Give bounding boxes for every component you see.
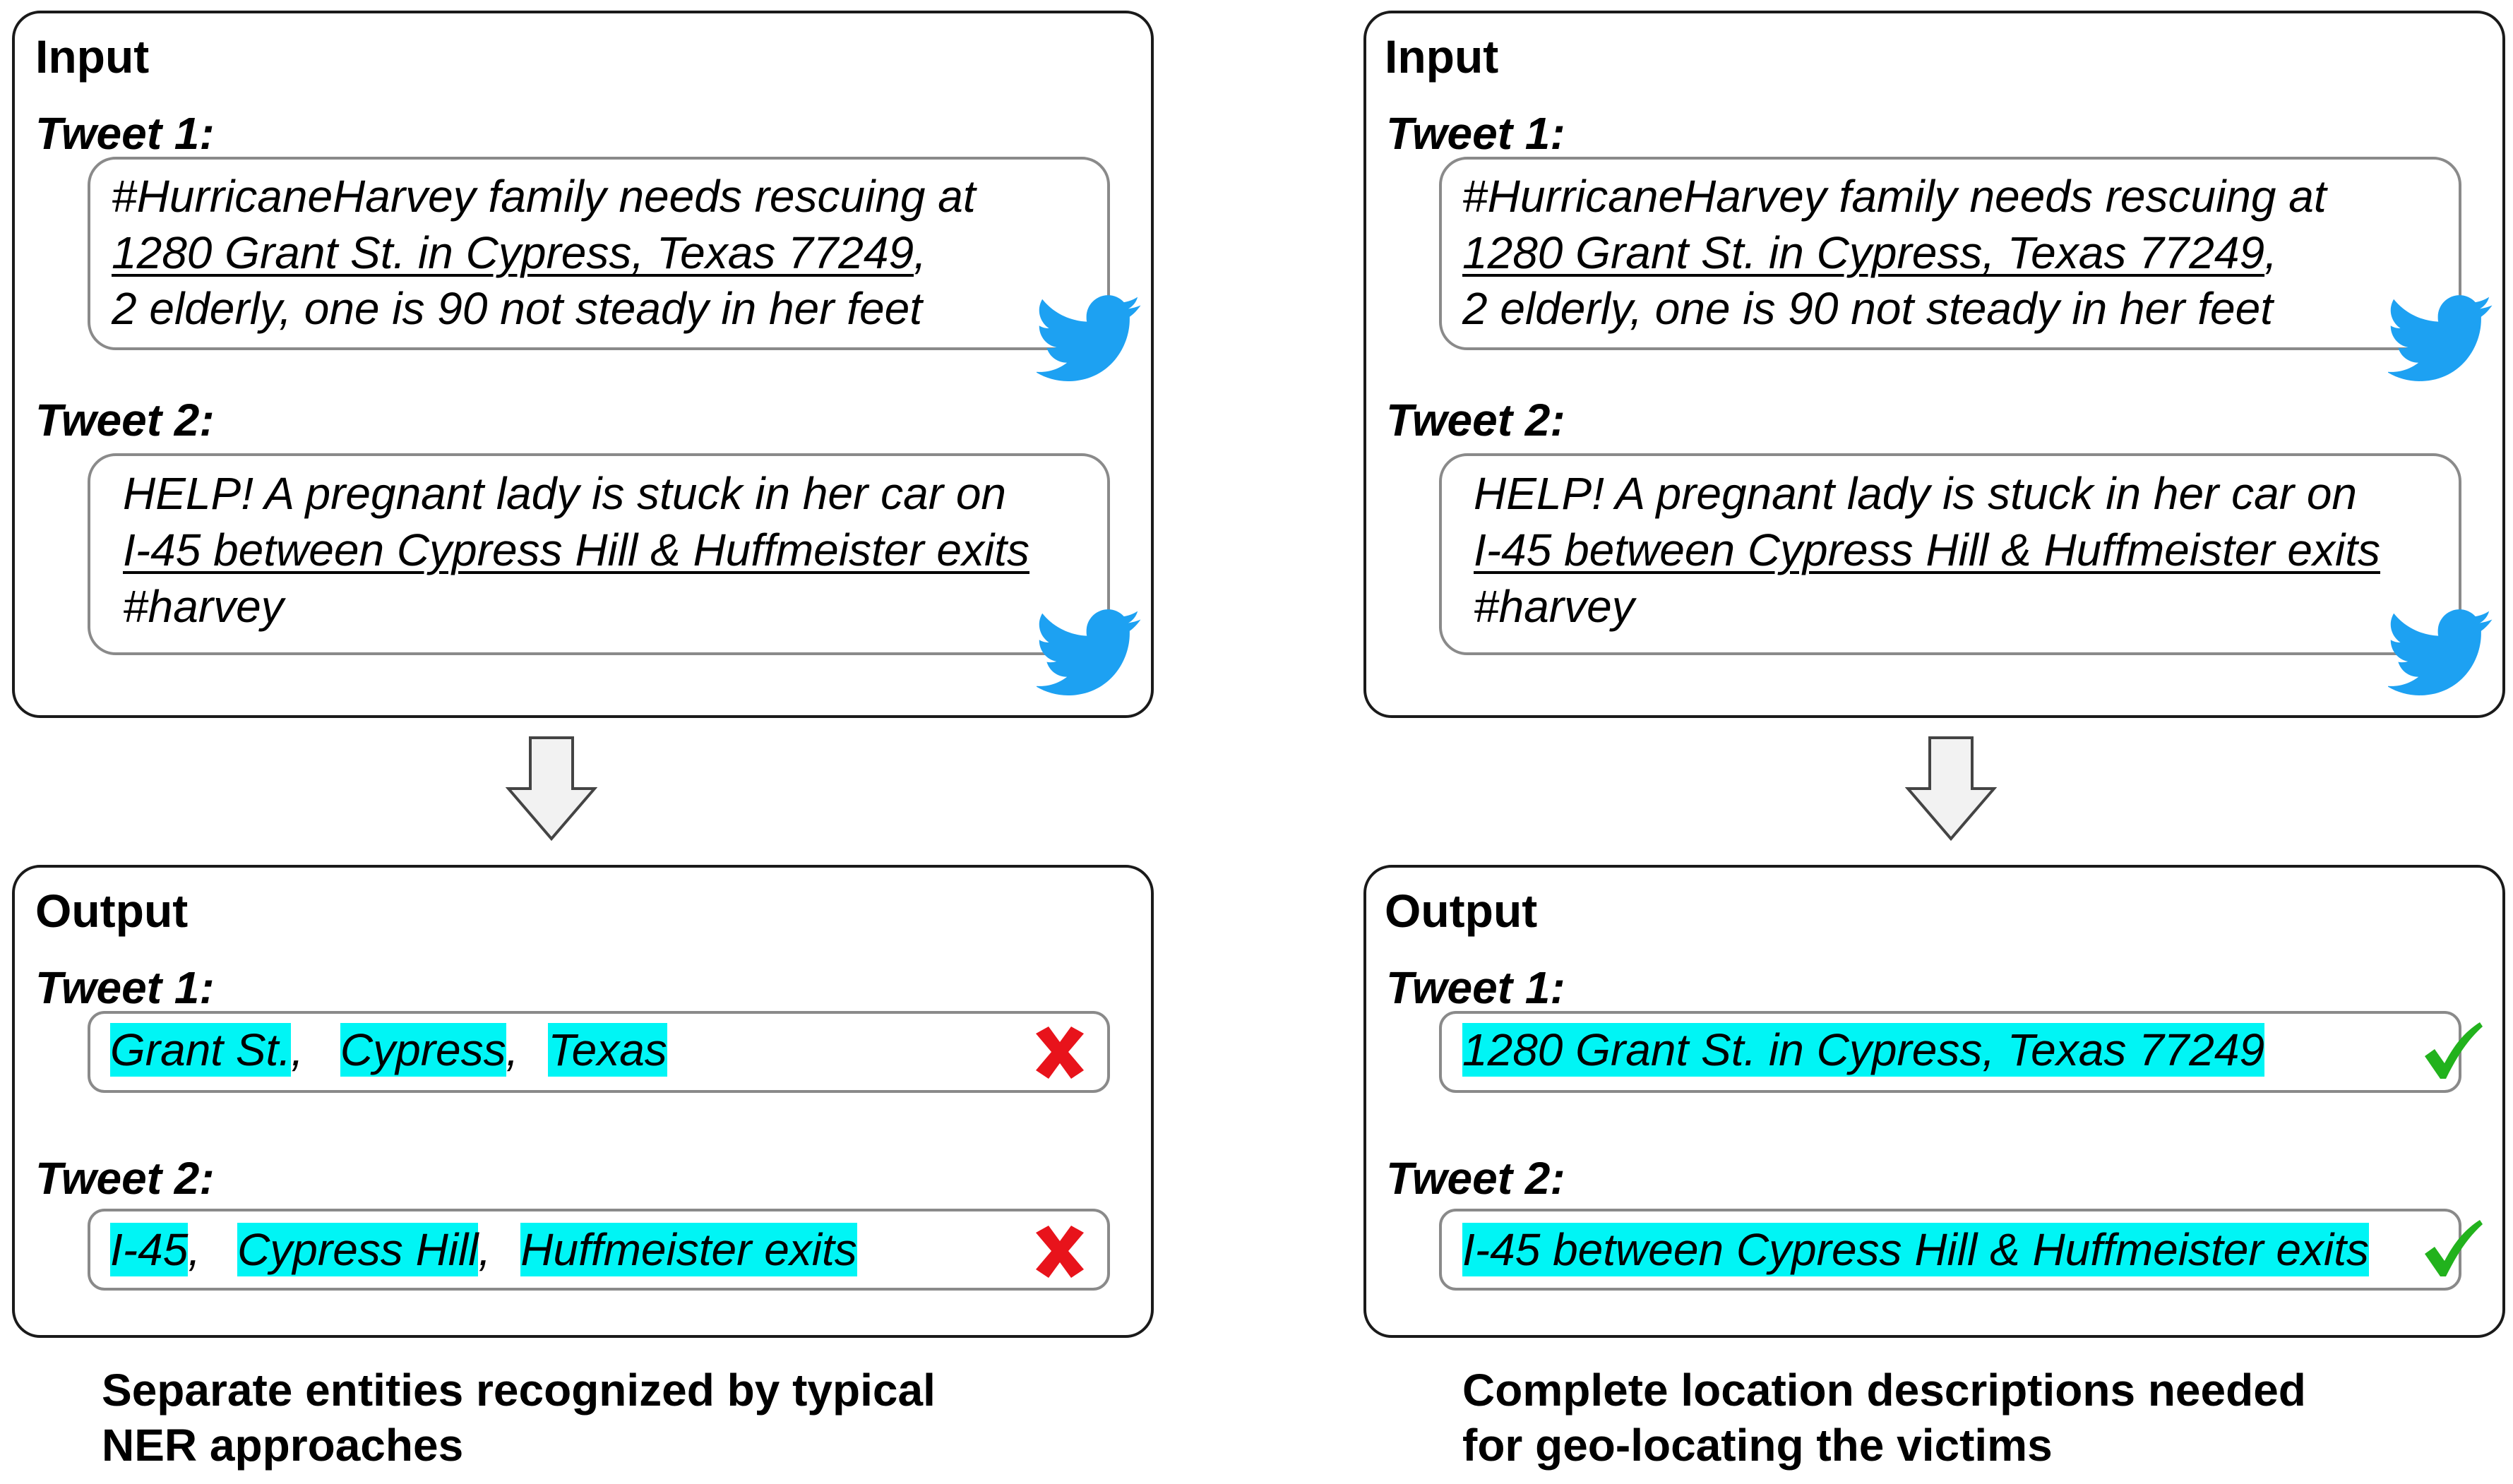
right-caption-line2: for geo-locating the victims: [1462, 1420, 2053, 1471]
right-output-tweet1-label: Tweet 1:: [1386, 962, 1565, 1013]
twitter-bird-icon: [1037, 607, 1142, 699]
green-check-icon: [2421, 1019, 2484, 1083]
left-input-tweet1-location: 1280 Grant St. in Cypress, Texas 77249: [112, 227, 914, 278]
right-input-tweet1-label: Tweet 1:: [1386, 108, 1565, 159]
left-input-tweet1-bubble: [88, 157, 1110, 350]
right-input-tweet2-location: I-45 between Cypress Hill & Huffmeister …: [1474, 525, 2380, 575]
separator: ,: [478, 1224, 491, 1275]
right-input-tweet1-bubble: [1439, 157, 2461, 350]
twitter-bird-icon: [2388, 607, 2494, 699]
right-caption: Complete location descriptions needed fo…: [1462, 1363, 2306, 1473]
left-input-tweet2-line3: #harvey: [123, 581, 284, 632]
right-input-tweet2-label: Tweet 2:: [1386, 395, 1565, 445]
right-caption-line1: Complete location descriptions needed: [1462, 1365, 2306, 1416]
right-input-title: Input: [1385, 30, 1499, 83]
left-input-tweet1-line3: 2 elderly, one is 90 not steady in her f…: [112, 283, 922, 334]
right-input-tweet2-line1: HELP! A pregnant lady is stuck in her ca…: [1474, 468, 2357, 519]
entity-highlight: Texas: [548, 1023, 667, 1077]
left-input-tweet1-line1: #HurricaneHarvey family needs rescuing a…: [112, 171, 976, 222]
right-input-tweet2-line3: #harvey: [1474, 581, 1635, 632]
right-output-tweet2-label: Tweet 2:: [1386, 1153, 1565, 1204]
red-cross-icon: [1027, 1021, 1091, 1084]
twitter-bird-icon: [1037, 293, 1142, 385]
red-cross-icon: [1027, 1220, 1091, 1283]
right-output-tweet2-location: I-45 between Cypress Hill & Huffmeister …: [1462, 1223, 2369, 1276]
down-arrow-icon: [1905, 736, 1997, 842]
separator: ,: [506, 1024, 519, 1075]
right-input-tweet1-line1: #HurricaneHarvey family needs rescuing a…: [1462, 171, 2327, 222]
entity-highlight: Cypress Hill: [237, 1223, 479, 1276]
twitter-bird-icon: [2388, 293, 2494, 385]
right-input-tweet1-line3: 2 elderly, one is 90 not steady in her f…: [1462, 283, 2273, 334]
left-caption: Separate entities recognized by typical …: [102, 1363, 936, 1473]
left-caption-line1: Separate entities recognized by typical: [102, 1365, 936, 1416]
entity-highlight: Grant St.: [110, 1023, 292, 1077]
left-input-tweet2-label: Tweet 2:: [35, 395, 215, 445]
left-output-tweet2-entities: I-45,Cypress Hill,Huffmeister exits: [110, 1223, 857, 1276]
right-input-tweet1-location: 1280 Grant St. in Cypress, Texas 77249: [1462, 227, 2265, 278]
location-highlight: I-45 between Cypress Hill & Huffmeister …: [1462, 1223, 2369, 1276]
left-output-tweet1-label: Tweet 1:: [35, 962, 215, 1013]
left-input-tweet2-line1: HELP! A pregnant lady is stuck in her ca…: [123, 468, 1006, 519]
right-output-title: Output: [1385, 885, 1538, 937]
right-input-tweet1-line2: 1280 Grant St. in Cypress, Texas 77249,: [1462, 230, 2277, 275]
left-output-tweet2-label: Tweet 2:: [35, 1153, 215, 1204]
separator: ,: [188, 1224, 201, 1275]
down-arrow-icon: [506, 736, 597, 842]
left-input-tweet1-line2: 1280 Grant St. in Cypress, Texas 77249,: [112, 230, 926, 275]
left-input-tweet1-label: Tweet 1:: [35, 108, 215, 159]
green-check-icon: [2421, 1217, 2484, 1281]
right-input-tweet1-comma: ,: [2264, 227, 2277, 278]
left-output-tweet1-entities: Grant St.,Cypress,Texas: [110, 1023, 667, 1077]
left-output-title: Output: [35, 885, 189, 937]
right-input-tweet2-bubble: [1439, 453, 2461, 655]
entity-highlight: Huffmeister exits: [520, 1223, 857, 1276]
entity-highlight: I-45: [110, 1223, 189, 1276]
right-output-tweet1-location: 1280 Grant St. in Cypress, Texas 77249: [1462, 1023, 2265, 1077]
left-input-tweet2-location: I-45 between Cypress Hill & Huffmeister …: [123, 525, 1029, 575]
left-input-title: Input: [35, 30, 150, 83]
left-caption-line2: NER approaches: [102, 1420, 464, 1471]
location-highlight: 1280 Grant St. in Cypress, Texas 77249: [1462, 1023, 2265, 1077]
separator: ,: [291, 1024, 304, 1075]
left-input-tweet2-bubble: [88, 453, 1110, 655]
left-input-tweet1-comma: ,: [914, 227, 926, 278]
entity-highlight: Cypress: [340, 1023, 506, 1077]
